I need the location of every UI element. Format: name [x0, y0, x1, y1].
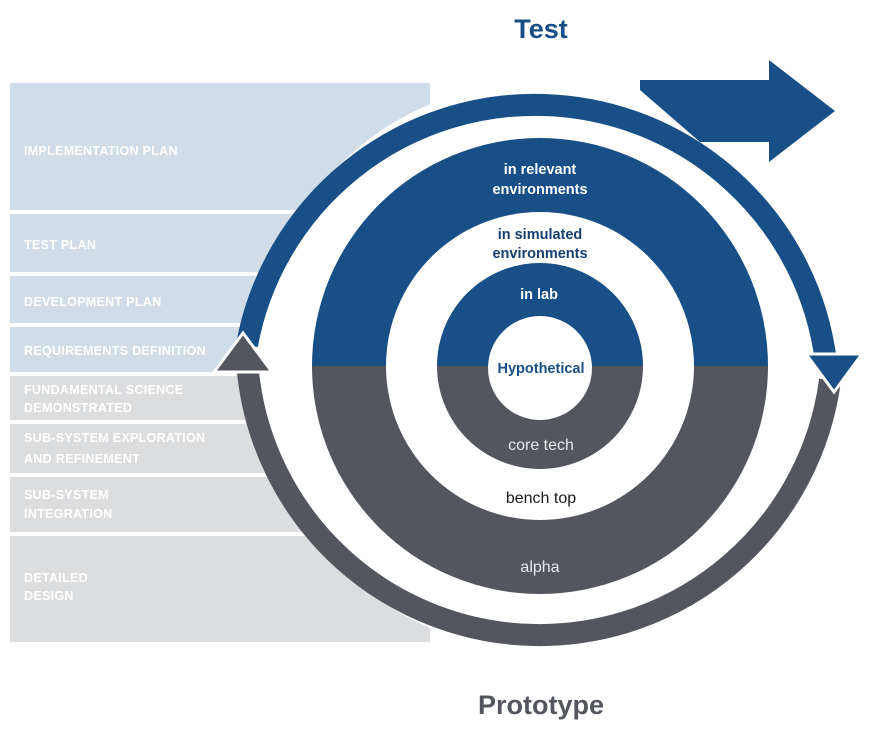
label-test-plan: TEST PLAN — [24, 238, 96, 252]
label-subsystem-exploration-2: AND REFINEMENT — [24, 452, 140, 466]
prototype-arc — [237, 370, 841, 647]
label-bench-top: bench top — [506, 490, 576, 507]
label-relevant-environments: environments — [492, 182, 587, 198]
ring-in-lab — [437, 263, 643, 366]
label-detailed-design-1: DETAILED — [24, 571, 88, 585]
label-development-plan: DEVELOPMENT PLAN — [24, 295, 161, 309]
prototype-up-arrowhead-icon — [211, 330, 275, 374]
test-right-arrow-icon — [640, 60, 835, 162]
label-fundamental-science-1: FUNDAMENTAL SCIENCE — [24, 383, 183, 397]
label-simulated-environments: environments — [492, 246, 587, 262]
maturity-rings — [312, 138, 768, 594]
label-alpha: alpha — [520, 559, 559, 576]
title-test: Test — [514, 14, 568, 44]
label-core-tech: core tech — [508, 437, 574, 454]
label-in-relevant: in relevant — [504, 162, 577, 178]
ring-labels: in relevant environments in simulated en… — [492, 162, 587, 576]
label-in-lab: in lab — [520, 287, 558, 303]
cycle-arrows — [211, 60, 865, 647]
title-prototype: Prototype — [478, 690, 604, 720]
label-subsystem-integration-2: INTEGRATION — [24, 507, 112, 521]
label-implementation-plan: IMPLEMENTATION PLAN — [24, 144, 178, 158]
label-hypothetical: Hypothetical — [497, 361, 584, 377]
center-hypothetical — [488, 316, 592, 420]
label-detailed-design-2: DESIGN — [24, 589, 74, 603]
label-requirements-definition: REQUIREMENTS DEFINITION — [24, 344, 206, 358]
label-subsystem-integration-1: SUB-SYSTEM — [24, 488, 109, 502]
test-arc — [236, 93, 837, 364]
test-down-arrowhead-icon — [803, 352, 865, 395]
panel-labels: IMPLEMENTATION PLAN TEST PLAN DEVELOPMEN… — [24, 144, 206, 603]
label-subsystem-exploration-1: SUB-SYSTEM EXPLORATION — [24, 431, 205, 445]
label-fundamental-science-2: DEMONSTRATED — [24, 401, 132, 415]
label-in-simulated: in simulated — [498, 227, 583, 243]
